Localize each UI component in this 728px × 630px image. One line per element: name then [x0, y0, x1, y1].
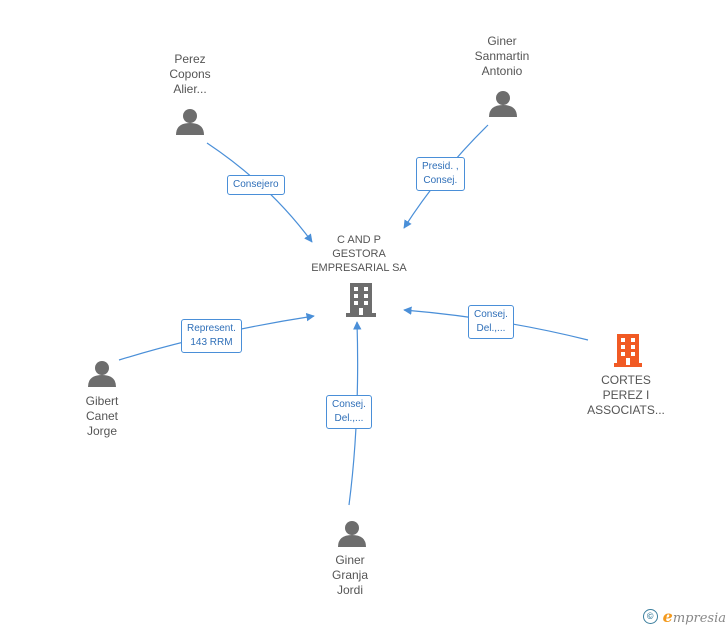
person-icon[interactable]	[88, 361, 116, 387]
center-company-name[interactable]: C AND P GESTORA EMPRESARIAL SA	[302, 233, 416, 275]
name-line: GESTORA	[332, 248, 386, 260]
name-line: Giner	[487, 34, 517, 48]
brand-rest: mpresia	[672, 611, 726, 626]
building-icon[interactable]	[614, 334, 642, 367]
edge-label-line: Presid. ,	[422, 161, 459, 172]
node-label-perez[interactable]: Perez Copons Alier...	[140, 52, 240, 97]
edge-label-consej-del-cortes[interactable]: Consej. Del.,...	[468, 305, 514, 339]
name-line: Jorge	[86, 424, 118, 438]
name-line: Gibert	[85, 394, 119, 408]
name-line: C AND P	[336, 234, 381, 246]
name-line: Antonio	[481, 64, 523, 78]
name-line: PEREZ I	[602, 388, 650, 402]
brand-initial: e	[662, 607, 673, 626]
node-label-giner-granja[interactable]: Giner Granja Jordi	[300, 553, 400, 598]
name-line: Canet	[85, 409, 119, 423]
name-line: Granja	[331, 568, 369, 582]
node-label-gibert[interactable]: Gibert Canet Jorge	[52, 394, 152, 439]
edge-label-consejero[interactable]: Consejero	[227, 175, 285, 195]
person-icon[interactable]	[176, 109, 204, 135]
name-line: Giner	[335, 553, 365, 567]
edge-label-line: Del.,...	[334, 413, 364, 424]
building-icon[interactable]	[346, 283, 376, 317]
edge-label-line: Consej.	[474, 309, 508, 320]
person-icon[interactable]	[489, 91, 517, 117]
name-line: CORTES	[601, 373, 651, 387]
name-line: Sanmartin	[474, 49, 530, 63]
copyright-icon: ©	[642, 609, 658, 624]
name-line: ASSOCIATS...	[587, 403, 665, 417]
edge-label-line: 143 RRM	[190, 337, 233, 348]
person-icon[interactable]	[338, 521, 366, 547]
edge-label-consej-del-granja[interactable]: Consej. Del.,...	[326, 395, 372, 429]
name-line: Copons	[169, 67, 211, 81]
brand-logo: empresia	[663, 607, 726, 626]
empresia-watermark[interactable]: © empresia	[642, 607, 726, 626]
name-line: Jordi	[336, 583, 363, 597]
node-label-giner-sanmartin[interactable]: Giner Sanmartin Antonio	[452, 34, 552, 79]
edge-label-line: Del.,...	[476, 323, 506, 334]
edge-label-presid-consej[interactable]: Presid. , Consej.	[416, 157, 465, 191]
name-line: Perez	[174, 52, 206, 66]
edge-label-line: Consej.	[423, 175, 458, 186]
edge-label-line: Consejero	[233, 179, 279, 190]
edge-label-line: Consej.	[332, 399, 366, 410]
edge-label-line: Represent.	[187, 323, 236, 334]
edge-label-represent[interactable]: Represent. 143 RRM	[181, 319, 242, 353]
node-label-cortes[interactable]: CORTES PEREZ I ASSOCIATS...	[566, 373, 686, 418]
name-line: Alier...	[173, 82, 207, 96]
name-line: EMPRESARIAL SA	[311, 262, 407, 274]
